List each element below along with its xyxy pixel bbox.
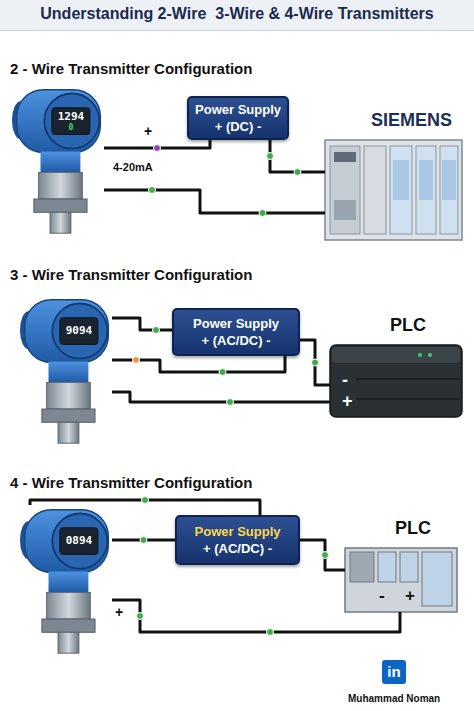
wire-label: + bbox=[114, 605, 124, 620]
wire bbox=[300, 540, 345, 570]
wire bbox=[104, 140, 210, 152]
wire-line bbox=[112, 318, 172, 330]
supply-text: + (DC) - bbox=[215, 118, 262, 135]
wire-dot bbox=[259, 210, 266, 217]
wire bbox=[104, 187, 325, 217]
plc-box bbox=[330, 345, 462, 417]
wire-line bbox=[112, 356, 285, 372]
wire-label: + bbox=[143, 124, 153, 139]
supply-text: + (AC/DC) - bbox=[203, 540, 272, 557]
display-value: 0894 bbox=[66, 535, 93, 547]
lcd-window: 12940 bbox=[52, 108, 90, 134]
display-value: 1294 bbox=[58, 111, 85, 123]
plc-cabinet bbox=[345, 548, 457, 612]
wire bbox=[112, 318, 172, 334]
plc-heading: PLC bbox=[395, 518, 431, 539]
transmitter: 12940 bbox=[12, 85, 104, 203]
wire-dot bbox=[149, 187, 156, 194]
supply-text: Power Supply bbox=[195, 101, 281, 118]
wire-line bbox=[270, 140, 325, 172]
supply-text: Power Supply bbox=[193, 315, 279, 332]
plc-rack bbox=[325, 140, 462, 240]
wire-dot bbox=[219, 369, 226, 376]
wire-dot bbox=[267, 629, 274, 636]
wire-dot bbox=[140, 537, 147, 544]
wire bbox=[300, 340, 330, 385]
wire-line bbox=[104, 190, 325, 213]
wire-dot bbox=[153, 327, 160, 334]
terminal-sign: + bbox=[405, 586, 415, 606]
transmitter: 0894 bbox=[20, 505, 112, 623]
terminal-sign: + bbox=[342, 391, 353, 412]
wire bbox=[112, 600, 400, 636]
lcd-window: 9094 bbox=[60, 318, 98, 344]
wire-dot bbox=[137, 613, 144, 620]
transmitter: 9094 bbox=[20, 295, 112, 413]
wire-dot bbox=[294, 169, 301, 176]
section-heading: 3 - Wire Transmitter Configuration bbox=[10, 266, 252, 283]
terminal-sign: - bbox=[342, 370, 348, 391]
wire-dot bbox=[227, 399, 234, 406]
wire-dot bbox=[154, 145, 161, 152]
section-heading: 4 - Wire Transmitter Configuration bbox=[10, 474, 252, 491]
wire-dot bbox=[312, 359, 319, 366]
author-name: Muhammad Noman bbox=[348, 693, 440, 704]
display-value: 0 bbox=[69, 123, 74, 132]
wire bbox=[112, 537, 175, 544]
linkedin-logo: in bbox=[382, 660, 406, 684]
wire-line bbox=[300, 540, 345, 570]
wire-line bbox=[112, 392, 330, 402]
plc-box: SIEMENS bbox=[325, 140, 462, 240]
wire-line bbox=[112, 600, 400, 632]
wire-dot bbox=[267, 153, 274, 160]
wire bbox=[112, 356, 285, 376]
title: Understanding 2-Wire 3-Wire & 4-Wire Tra… bbox=[0, 5, 474, 23]
wire-dot bbox=[322, 552, 329, 559]
wire-dot bbox=[142, 497, 149, 504]
wire bbox=[30, 497, 260, 516]
terminal-sign: - bbox=[379, 586, 385, 606]
power-supply-box: Power Supply+ (DC) - bbox=[187, 96, 289, 140]
wire-label: 4-20mA bbox=[112, 160, 154, 175]
power-supply-box: Power Supply+ (AC/DC) - bbox=[172, 308, 300, 356]
plc-heading: PLC bbox=[390, 315, 426, 336]
plc-box: PLC-+ bbox=[330, 345, 462, 417]
supply-text: + (AC/DC) - bbox=[202, 332, 271, 349]
lcd-window: 0894 bbox=[60, 528, 98, 554]
wire-dot bbox=[133, 357, 140, 364]
section-heading: 2 - Wire Transmitter Configuration bbox=[10, 60, 252, 77]
wire bbox=[112, 392, 330, 406]
display-value: 9094 bbox=[66, 325, 93, 337]
supply-text: Power Supply bbox=[195, 523, 281, 540]
plc-heading: SIEMENS bbox=[371, 110, 452, 131]
wire bbox=[267, 140, 326, 176]
power-supply-box: Power Supply+ (AC/DC) - bbox=[175, 515, 300, 565]
plc-box: PLC-+ bbox=[345, 548, 457, 612]
wire-line bbox=[300, 340, 330, 385]
